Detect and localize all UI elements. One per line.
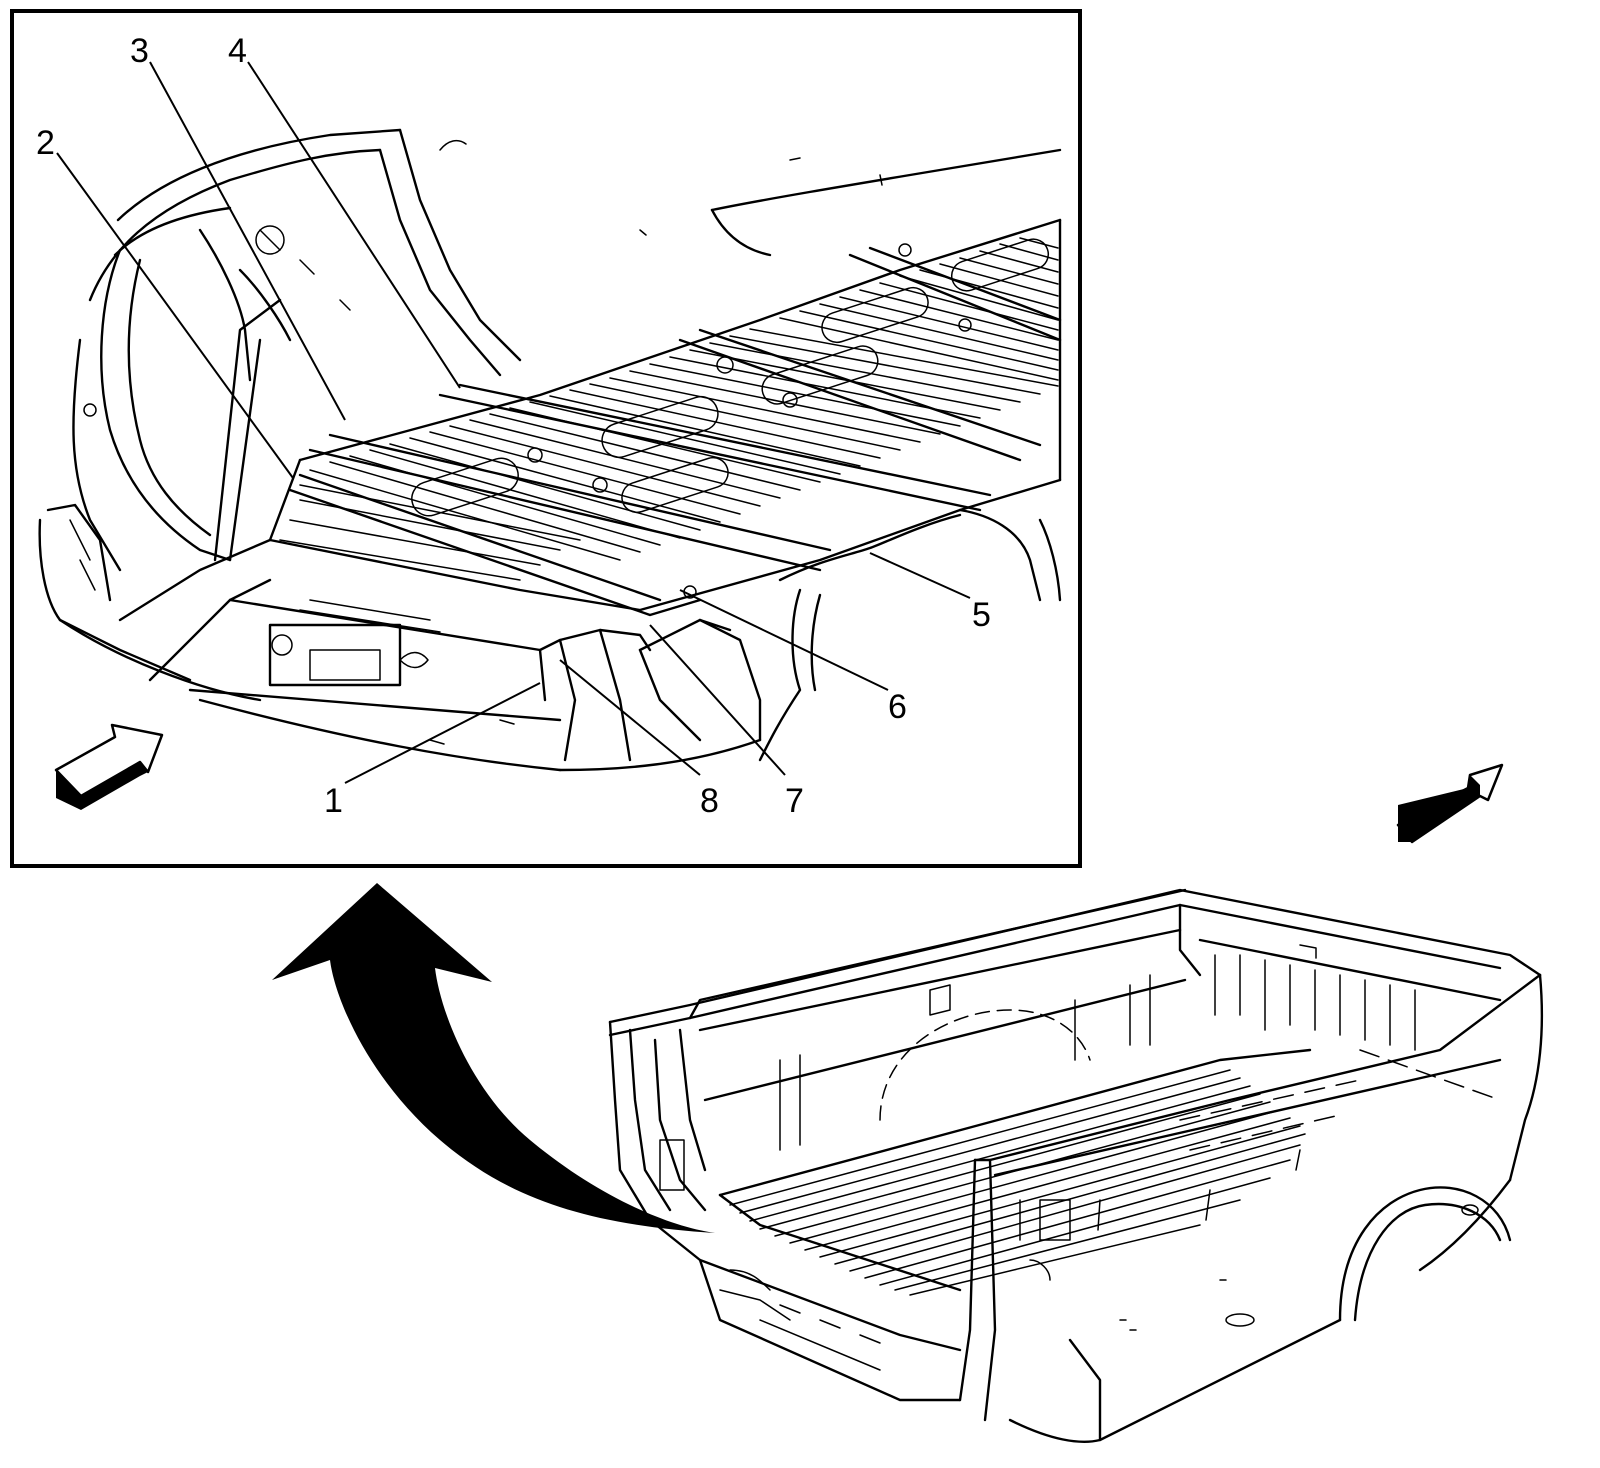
callout-5: 5 bbox=[972, 596, 991, 634]
detail-view: 1 2 3 4 5 6 7 8 bbox=[10, 9, 1082, 868]
callout-7: 7 bbox=[785, 782, 804, 820]
callout-labels: 1 2 3 4 5 6 7 8 bbox=[36, 32, 991, 820]
callout-2: 2 bbox=[36, 124, 55, 162]
callout-8: 8 bbox=[700, 782, 719, 820]
rear-crossmember-assembly bbox=[118, 538, 762, 772]
right-wheelhouse bbox=[758, 508, 1062, 762]
view-direction-arrow-icon bbox=[1396, 763, 1504, 844]
left-side-panel bbox=[38, 248, 282, 702]
pickup-box-overview bbox=[608, 888, 1544, 1443]
crossmembers bbox=[288, 238, 1062, 617]
zoom-curved-arrow-icon bbox=[272, 883, 715, 1233]
leader-lines bbox=[56, 61, 971, 784]
callout-4: 4 bbox=[228, 32, 247, 70]
view-direction-arrow-icon bbox=[54, 723, 164, 810]
callout-1: 1 bbox=[324, 782, 343, 820]
callout-6: 6 bbox=[888, 688, 907, 726]
callout-3: 3 bbox=[130, 32, 149, 70]
